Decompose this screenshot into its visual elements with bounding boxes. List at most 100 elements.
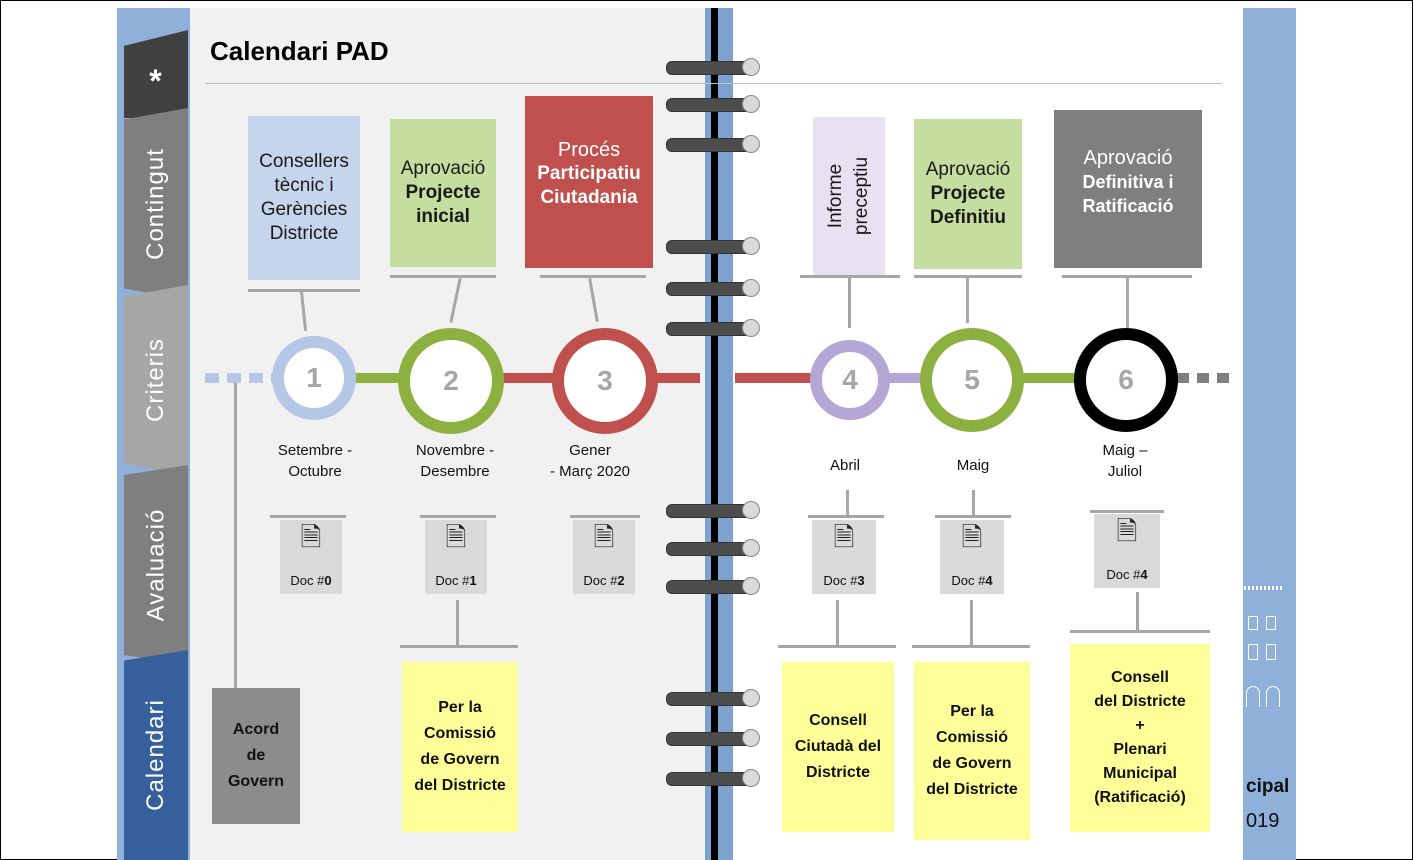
connector-line [570, 515, 640, 518]
connector-line [248, 289, 360, 292]
connector-line [1090, 510, 1164, 513]
tab-contingut[interactable]: Contingut [124, 108, 188, 300]
connector-line [1062, 275, 1192, 278]
tab-star-label: * [149, 62, 163, 99]
binder-ring [666, 240, 752, 254]
connector-line [400, 645, 518, 648]
tab-star[interactable]: * [124, 30, 188, 118]
binder-ring-hole [742, 95, 760, 113]
connector-line [778, 645, 896, 648]
stage-2-doc[interactable]: 🗎Doc #1 [425, 520, 487, 594]
connector-line [846, 490, 849, 515]
connector-line [935, 515, 1011, 518]
timeline-segment [735, 373, 815, 383]
timeline-dashed-end [1177, 373, 1232, 383]
binder-ring-hole [742, 279, 760, 297]
tab-contingut-label: Contingut [142, 148, 169, 260]
binder-ring [666, 504, 752, 518]
binder-ring [666, 692, 752, 706]
building-graphic [1244, 586, 1288, 707]
stage-5-circle: 5 [920, 328, 1024, 432]
connector-line [270, 515, 346, 518]
timeline-segment [888, 373, 926, 383]
stage-1-circle: 1 [272, 336, 356, 420]
stage-4-doc[interactable]: 🗎Doc #3 [812, 520, 876, 594]
page-title: Calendari PAD [210, 36, 389, 66]
timeline-dashed-start [205, 373, 275, 383]
tab-calendari[interactable]: Calendari [124, 650, 188, 860]
stage-3-date: Gener- Març 2020 [549, 442, 631, 480]
tab-avaluacio[interactable]: Avaluació [124, 465, 188, 665]
stage-6-doc[interactable]: 🗎Doc #4 [1094, 514, 1160, 588]
binder-ring [666, 580, 752, 594]
connector-line [966, 278, 969, 323]
tab-criteris-label: Criteris [142, 338, 169, 422]
binder-ring-hole [742, 501, 760, 519]
stage-1-doc[interactable]: 🗎Doc #0 [280, 520, 342, 594]
tab-calendari-label: Calendari [142, 699, 170, 811]
connector-line [1126, 278, 1129, 328]
binder-ring [666, 322, 752, 336]
stage-6-date: Maig –Juliol [1102, 442, 1148, 480]
connector-line [800, 275, 900, 278]
right-edge-text-2: 019 [1246, 810, 1280, 832]
stage-2-circle: 2 [398, 328, 504, 434]
connector-line [912, 645, 1030, 648]
binder-ring-hole [742, 539, 760, 557]
binder-ring-hole [742, 58, 760, 76]
tab-criteris[interactable]: Criteris [124, 285, 188, 475]
stage-5-doc[interactable]: 🗎Doc #4 [940, 520, 1004, 594]
binder-ring [666, 732, 752, 746]
connector-line [234, 383, 237, 688]
stage-4-circle: 4 [810, 340, 890, 420]
connector-line [972, 490, 975, 515]
connector-line [456, 600, 459, 645]
binder-ring-hole [742, 135, 760, 153]
stage-1-date: Setembre -Octubre [277, 442, 353, 480]
binder-ring [666, 98, 752, 112]
connector-line [390, 275, 496, 278]
binder-ring-hole [742, 729, 760, 747]
connector-line [1070, 630, 1210, 633]
timeline-segment [500, 373, 558, 383]
document-icon: 🗎 [1116, 516, 1138, 546]
document-icon: 🗎 [300, 522, 322, 552]
binder-ring-hole [742, 577, 760, 595]
binder-ring-hole [742, 769, 760, 787]
right-edge-text-1: cipal [1246, 776, 1290, 797]
title-divider [205, 83, 1222, 84]
binder-ring-hole [742, 319, 760, 337]
document-icon: 🗎 [593, 522, 615, 552]
connector-line [540, 275, 646, 278]
stage-4-date: Abril [829, 457, 860, 474]
binder-ring-hole [742, 237, 760, 255]
document-icon: 🗎 [961, 522, 983, 552]
timeline-segment [1020, 373, 1078, 383]
stage-3-doc[interactable]: 🗎Doc #2 [573, 520, 635, 594]
tab-avaluacio-label: Avaluació [142, 508, 170, 622]
connector-line [808, 515, 884, 518]
connector-line [970, 600, 973, 645]
stage-6-circle: 6 [1074, 328, 1178, 432]
connector-line [848, 278, 851, 328]
binder-ring [666, 282, 752, 296]
connector-line [1136, 592, 1139, 632]
binder-ring [666, 138, 752, 152]
timeline-segment [652, 373, 700, 383]
connector-line [836, 600, 839, 645]
document-icon: 🗎 [833, 522, 855, 552]
stage-2-date: Novembre -Desembre [415, 442, 495, 480]
right-background [1243, 8, 1296, 860]
stage-3-circle: 3 [552, 328, 658, 434]
connector-line [914, 275, 1022, 278]
connector-line [420, 515, 496, 518]
